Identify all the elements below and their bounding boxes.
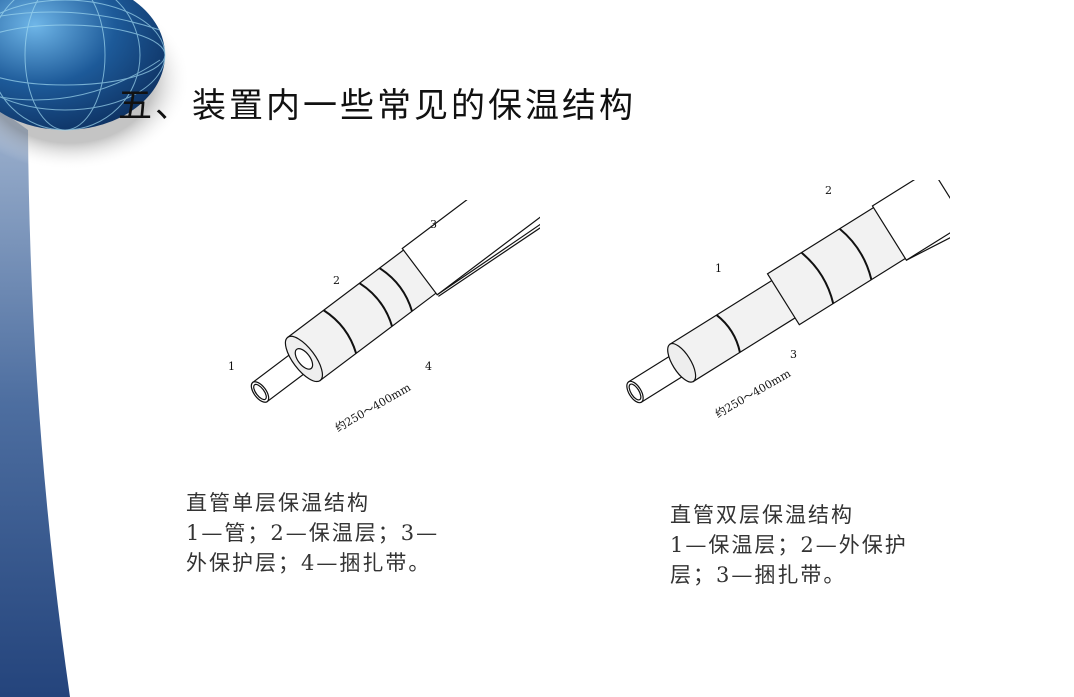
- caption-title: 直管单层保温结构: [186, 491, 370, 515]
- label-1: 1: [228, 360, 235, 373]
- caption-line: 层；3—捆扎带。: [670, 563, 847, 587]
- label-2: 2: [825, 184, 832, 197]
- caption-title: 直管双层保温结构: [670, 503, 854, 527]
- label-1: 1: [715, 262, 722, 275]
- label-3: 3: [430, 218, 437, 231]
- slide-title: 五、装置内一些常见的保温结构: [118, 86, 636, 126]
- caption-line: 1—保温层；2—外保护: [670, 533, 908, 557]
- label-3: 3: [790, 348, 797, 361]
- dimension-label: 约250～400mm: [333, 381, 413, 435]
- caption-line: 外保护层；4—捆扎带。: [186, 551, 432, 575]
- dimension-label: 约250～400mm: [713, 367, 793, 421]
- label-4: 4: [425, 360, 432, 373]
- double-layer-insulation-diagram: 1 2 3 约250～400mm: [626, 180, 950, 421]
- caption-line: 1—管；2—保温层；3—: [186, 521, 440, 545]
- left-caption: 直管单层保温结构 1—管；2—保温层；3— 外保护层；4—捆扎带。: [186, 488, 439, 578]
- side-band: [0, 110, 70, 697]
- right-caption: 直管双层保温结构 1—保温层；2—外保护 层；3—捆扎带。: [670, 500, 908, 590]
- single-layer-insulation-diagram: 1 2 3 4 约250～400mm: [228, 200, 540, 435]
- globe-icon: [0, 0, 166, 131]
- label-2: 2: [333, 274, 340, 287]
